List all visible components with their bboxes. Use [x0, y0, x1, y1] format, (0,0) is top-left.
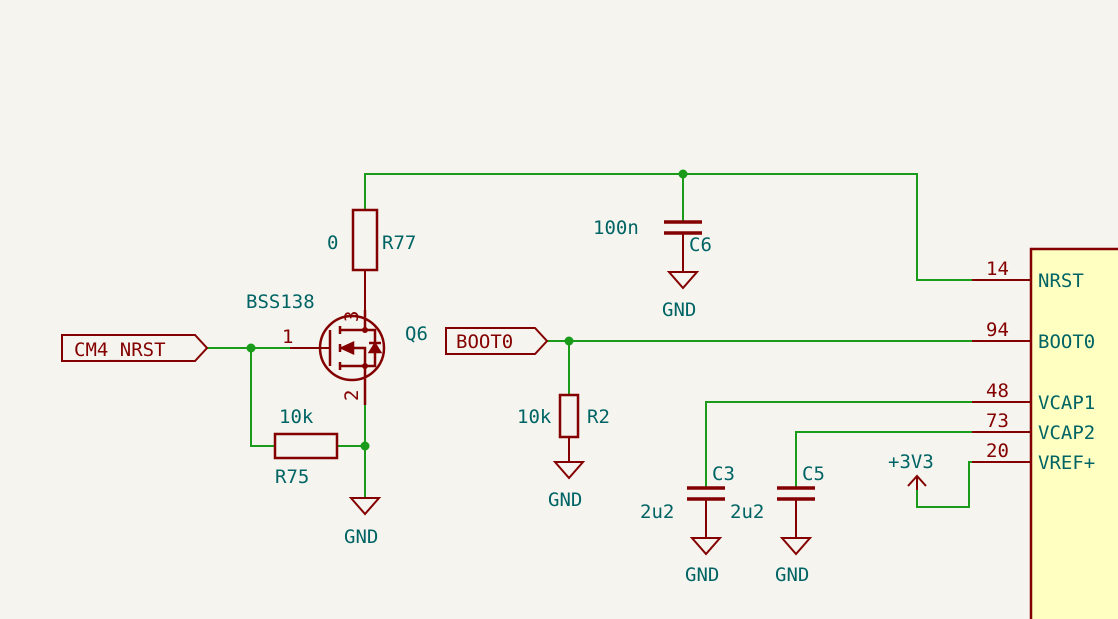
gnd-symbol-r2: GND — [548, 461, 586, 511]
q6-pin-gate: 1 — [282, 326, 293, 348]
junction-dot — [678, 169, 688, 179]
wires — [207, 173, 972, 508]
ic-pin-number: 48 — [986, 380, 1009, 402]
capacitor-c3[interactable]: C3 2u2 — [640, 463, 735, 538]
wire-r75-left — [250, 348, 275, 447]
gnd-text: GND — [344, 526, 378, 548]
gnd-text: GND — [548, 489, 582, 511]
gnd-text: GND — [662, 299, 696, 321]
ic-pin-name: BOOT0 — [1038, 331, 1095, 353]
ic-pin-name: VCAP2 — [1038, 422, 1095, 444]
q6-ref: Q6 — [405, 323, 428, 345]
capacitor-c6[interactable]: 100n C6 — [593, 217, 712, 272]
resistor-r77[interactable]: 0 R77 — [327, 208, 416, 310]
r75-value: 10k — [279, 406, 314, 428]
capacitor-c5[interactable]: C5 2u2 — [730, 463, 825, 538]
c5-value: 2u2 — [730, 501, 764, 523]
ic-pin-name: VREF+ — [1038, 452, 1095, 474]
ic-pin-name: VCAP1 — [1038, 392, 1095, 414]
ic-pin-number: 73 — [986, 410, 1009, 432]
boot0-label[interactable]: BOOT0 — [445, 327, 549, 355]
power-3v3-text: +3V3 — [888, 451, 934, 473]
ic-pin-number: 20 — [986, 440, 1009, 462]
resistor-r75[interactable]: 10k R75 — [273, 406, 339, 488]
junction-dot — [564, 336, 574, 346]
power-3v3-symbol: +3V3 — [888, 451, 934, 490]
wire-nrst-top — [364, 173, 972, 281]
q6-pin-source: 2 — [341, 390, 363, 401]
junctions — [246, 169, 688, 451]
gnd-symbol-c6: GND — [662, 271, 700, 321]
q6-value: BSS138 — [246, 291, 315, 313]
r2-value: 10k — [517, 406, 552, 428]
mcu-body — [1029, 247, 1118, 619]
junction-dot — [360, 441, 370, 451]
gnd-text: GND — [685, 564, 719, 586]
c3-ref: C3 — [712, 463, 735, 485]
c6-value: 100n — [593, 217, 639, 239]
ic-pin-name: NRST — [1038, 270, 1084, 292]
r75-ref: R75 — [275, 466, 309, 488]
wire-vref — [916, 461, 972, 508]
wire-vcap2 — [795, 431, 972, 488]
r77-value: 0 — [327, 232, 338, 254]
r77-ref: R77 — [382, 232, 416, 254]
q6-pin-drain: 3 — [341, 311, 363, 322]
gnd-symbol-c5: GND — [775, 537, 813, 586]
mosfet-q6[interactable]: BSS138 Q6 1 3 2 — [246, 291, 428, 405]
c3-value: 2u2 — [640, 501, 674, 523]
gnd-symbol-q6: GND — [344, 497, 382, 548]
ic-pin-number: 94 — [986, 319, 1009, 341]
gnd-text: GND — [775, 564, 809, 586]
cm4-nrst-text: CM4_NRST — [74, 339, 166, 361]
ic-pin-number: 14 — [986, 258, 1009, 280]
cm4-nrst-label[interactable]: CM4_NRST — [61, 334, 209, 362]
c5-ref: C5 — [802, 463, 825, 485]
c6-ref: C6 — [689, 234, 712, 256]
r2-ref: R2 — [587, 406, 610, 428]
wire-vcap1 — [705, 401, 972, 488]
gnd-symbol-c3: GND — [685, 537, 723, 586]
boot0-text: BOOT0 — [456, 331, 513, 353]
junction-dot — [246, 343, 256, 353]
resistor-r2[interactable]: 10k R2 — [517, 393, 610, 462]
